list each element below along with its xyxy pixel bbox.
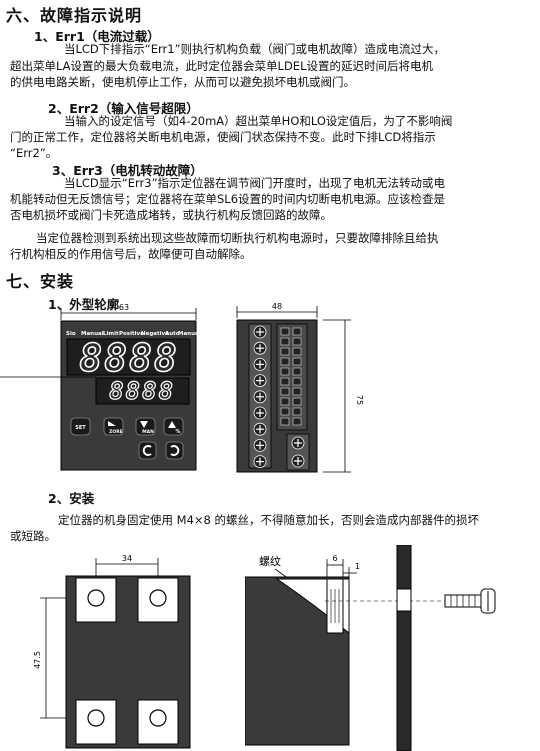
install-line1: 定位器的机身固定使用 M4×8 的螺丝，不得随意加长，否则会造成内部器件的损坏 [58,513,479,527]
arrow-icon [108,421,116,426]
header-pin [280,367,290,376]
mount-hole-top-right [137,577,179,623]
zore-button-label: ZORE [109,429,123,435]
header-pin [280,337,290,346]
mount-plate-drawing: 34 47.5 [33,554,191,749]
install-heading: 2、安装 [48,491,95,506]
status-labels: Sio Manual Limit Positive Negative Auto … [66,331,201,337]
header-pin [280,407,290,416]
header-pin [292,397,302,406]
header-pins [280,327,302,426]
err1-line3: 的供电电路关断，使电机停止工作，从而可以避免损坏电机或阀门。 [10,75,355,89]
err2-heading: 2、Err2（输入信号超限） [48,101,199,116]
percent-button[interactable]: % [163,417,184,436]
status-label-4: Negative [141,331,169,337]
set-button-label: SET [75,425,86,431]
side-mount-drawing: 螺纹 6 1 [245,545,496,751]
status-label-1: Manual [81,331,104,337]
header-pin [280,327,290,336]
err2-line1: 当输入的设定信号（如4-20mA）超出菜单HO和LO设定值后，为了不影响阀 [64,114,453,128]
percent-button-label: % [175,429,180,435]
mount-hole-bottom-left [75,699,117,745]
mount-hole-bottom-right [137,699,179,745]
header-pin [280,357,290,366]
header-pin [280,397,290,406]
rotate-ccw-icon [142,445,152,456]
dim-6: 6 [332,554,337,563]
lower-display [95,377,190,405]
outline-heading: 1、外型轮廓 [48,297,120,312]
man-button[interactable]: MAN [135,417,156,436]
screw-icon [444,588,496,614]
mounting-wall [396,545,412,751]
status-label-2: Limit [103,331,119,337]
header-pin [292,417,302,426]
zore-button[interactable]: ZORE [103,417,124,436]
housing-body [245,576,350,746]
rotate-cw-button[interactable] [165,441,184,460]
front-panel-drawing: 63 Sio Manual Limit Positive Negative Au… [0,303,201,471]
man-button-label: MAN [142,429,154,435]
mount-hole-top-left [75,577,117,623]
section-6-title: 六、故障指示说明 [6,6,143,25]
err1-line1: 当LCD下排指示“Err1”则执行机构负载（阀门或电机故障）造成电流过大， [64,42,446,56]
upper-display-digits: 8888 [79,336,179,380]
side-width-dim: 48 [272,302,282,311]
header-pin [292,337,302,346]
lower-display-digits: 8888 [109,377,175,405]
section-7-title: 七、安装 [6,272,75,291]
err2-line3: “Err2”。 [10,146,58,160]
wall-hole [396,588,412,612]
err3-line2: 机能转动但无反馈信号；定位器将在菜单SL6设置的时间内切断电机电源。应该检查是 [10,192,446,206]
header-pin [292,357,302,366]
summary-line2: 行机构相反的作用信号后，故障便可自动解除。 [10,247,252,261]
err1-line2: 超出菜单LA设置的最大负载电流，此时定位器会菜单LDEL设置的延迟时间后将电机 [10,59,433,73]
header-pin [280,417,290,426]
header-pin [280,347,290,356]
status-label-6: Manual [178,331,201,337]
thread-label: 螺纹 [259,554,281,568]
header-pin [292,347,302,356]
err3-line1: 当LCD显示“Err3”指示定位器在调节阀门开度时，出现了电机无法转动或电 [64,176,446,190]
status-label-5: Auto [165,331,180,337]
status-label-0: Sio [66,331,76,337]
header-pin [280,387,290,396]
err2-line2: 门的正常工作，定位器将关断电机电源，使阀门状态保持不变。此时下排LCD将指示 [10,130,436,144]
status-label-3: Positive [119,331,144,337]
up-triangle-icon [168,421,176,428]
summary-line1: 当定位器检测到系统出现这些故障而切断执行机构电源时，只要故障排除且给执 [36,231,439,245]
terminal-screws [253,325,267,469]
down-triangle-icon [140,421,148,428]
err3-line3: 否电机损坏或阀门卡死造成堵转，或执行机构反馈回路的故障。 [10,208,332,222]
header-pin [280,377,290,386]
plate-width-dim: 34 [122,554,132,563]
err3-heading: 3、Err3（电机转动故障） [52,163,203,178]
rotate-cw-icon [170,445,180,456]
upper-display [66,338,191,376]
set-button[interactable]: SET [70,417,91,436]
install-line2: 或短路。 [10,529,56,543]
header-pin [292,387,302,396]
power-terminal [286,433,310,471]
header-pin [292,367,302,376]
header-pin [292,377,302,386]
rotate-ccw-button[interactable] [138,441,157,460]
plate-height-dim: 47.5 [33,651,42,669]
front-width-dim: 63 [119,303,129,312]
header-pin [292,407,302,416]
dim-1: 1 [355,562,360,571]
err1-heading: 1、Err1（电流过载） [34,29,160,44]
header-pin [292,327,302,336]
side-view-drawing: 48 75 [236,302,364,473]
side-height-dim: 75 [355,395,364,405]
